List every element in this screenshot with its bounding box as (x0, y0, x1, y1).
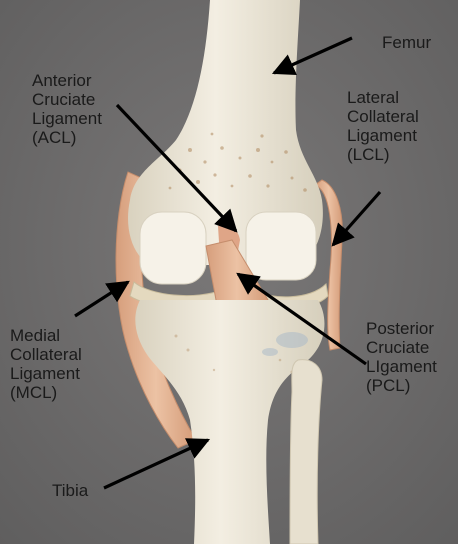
mcl-label-line-3: Ligament (10, 364, 82, 383)
pcl-label: Posterior Cruciate LIgament (PCL) (366, 319, 437, 395)
lateral-condyle (246, 212, 316, 280)
mcl-label-line-2: Collateral (10, 345, 82, 364)
lcl-label-line-2: Collateral (347, 107, 419, 126)
tibia-label: Tibia (52, 481, 88, 500)
pcl-label-line-3: LIgament (366, 357, 437, 376)
femur-label-line: Femur (382, 33, 431, 52)
tibia-label-line: Tibia (52, 481, 88, 500)
pcl-label-line-2: Cruciate (366, 338, 437, 357)
pcl-label-line-4: (PCL) (366, 376, 437, 395)
fibula-bone (290, 360, 322, 544)
acl-label-line-1: Anterior (32, 71, 102, 90)
lcl-label-line-1: Lateral (347, 88, 419, 107)
acl-label: Anterior Cruciate Ligament (ACL) (32, 71, 102, 147)
acl-label-line-2: Cruciate (32, 90, 102, 109)
mcl-label-line-4: (MCL) (10, 383, 82, 402)
acl-label-line-4: (ACL) (32, 128, 102, 147)
medial-condyle (140, 212, 206, 284)
mcl-label: Medial Collateral Ligament (MCL) (10, 326, 82, 402)
femur-label: Femur (382, 33, 431, 52)
pcl-label-line-1: Posterior (366, 319, 437, 338)
lcl-label: Lateral Collateral Ligament (LCL) (347, 88, 419, 164)
mcl-label-line-1: Medial (10, 326, 82, 345)
acl-label-line-3: Ligament (32, 109, 102, 128)
lcl-label-line-4: (LCL) (347, 145, 419, 164)
lcl-label-line-3: Ligament (347, 126, 419, 145)
